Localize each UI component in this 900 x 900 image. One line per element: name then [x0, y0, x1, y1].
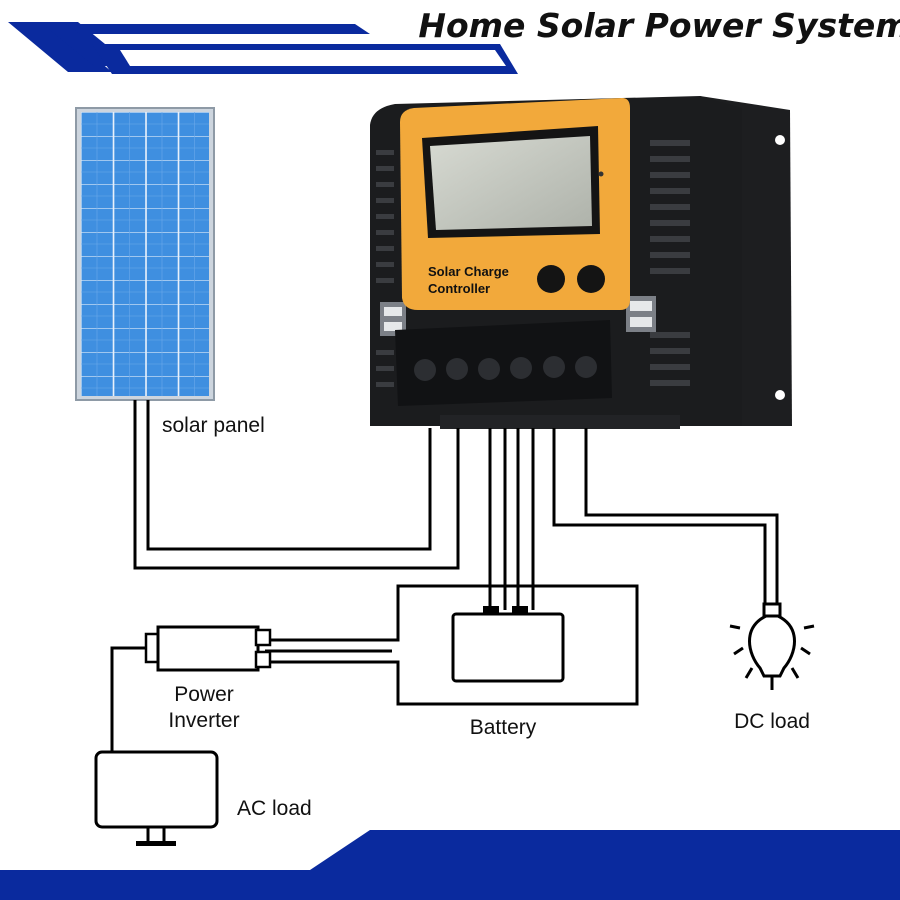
controller-button-left[interactable] [537, 265, 565, 293]
ac-load-monitor [94, 750, 219, 846]
charge-controller [370, 96, 792, 429]
footer-band [0, 830, 900, 900]
dc-load-label: DC load [734, 710, 810, 733]
inverter-label-line2: Inverter [168, 709, 239, 732]
inverter-label-line1: Power [174, 683, 234, 706]
usb-port-right [626, 296, 656, 332]
usb-port-left [380, 302, 406, 336]
ac-load-label: AC load [237, 797, 312, 820]
controller-button-right[interactable] [577, 265, 605, 293]
header-stripes [8, 22, 518, 74]
battery [451, 606, 565, 683]
page-title: Home Solar Power System [418, 6, 900, 45]
controller-label-line2: Controller [428, 281, 490, 296]
battery-label: Battery [470, 716, 537, 739]
controller-label-line1: Solar Charge [428, 264, 509, 279]
solar-panel-label: solar panel [162, 414, 265, 437]
solar-panel [75, 107, 215, 401]
power-inverter [144, 625, 272, 672]
dc-load-bulb [729, 602, 815, 690]
wiring [110, 400, 779, 752]
